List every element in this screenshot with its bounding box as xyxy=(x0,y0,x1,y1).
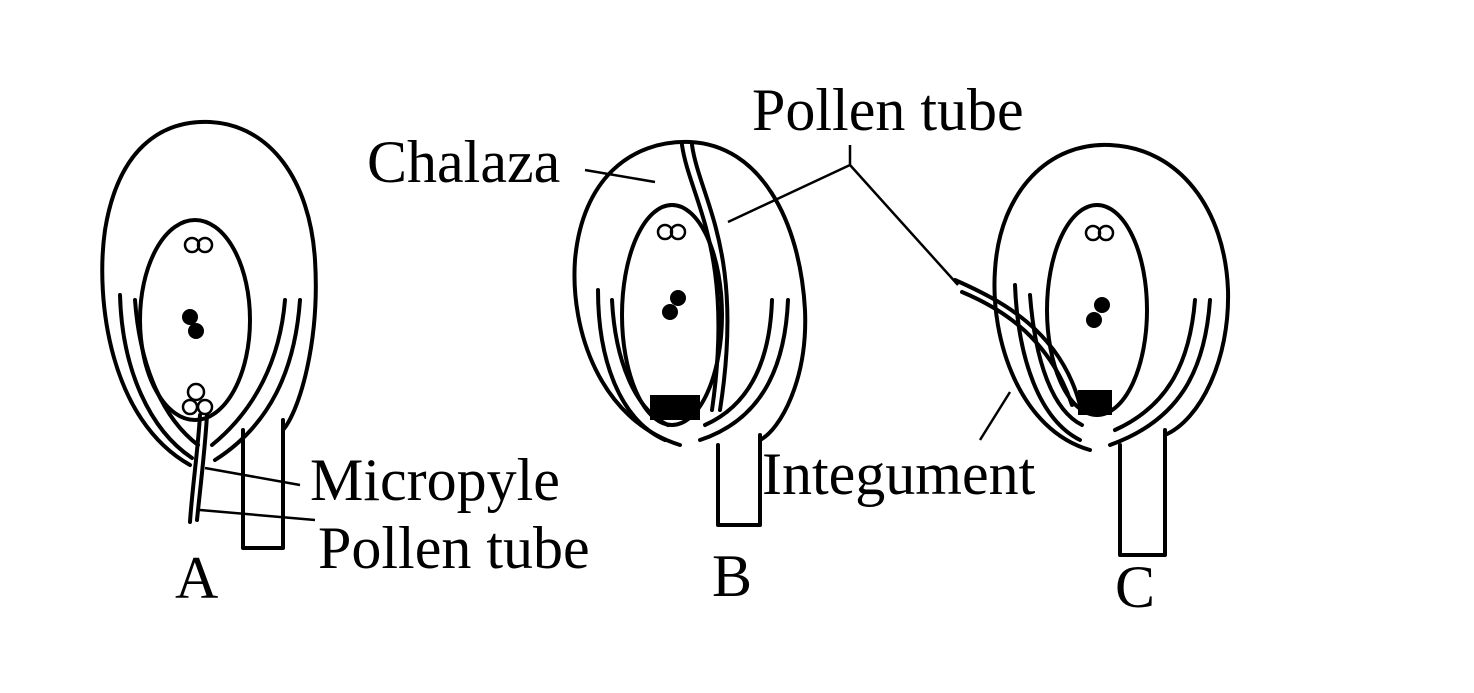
panel-label-b: B xyxy=(712,543,752,609)
polar-nucleus xyxy=(1086,312,1102,328)
ovule-c-inner-integument xyxy=(1013,283,1212,447)
ovule-b-inner-integument xyxy=(596,288,790,442)
egg-cell xyxy=(196,398,214,416)
polar-nucleus xyxy=(1094,297,1110,313)
ovule-c-outer-integument xyxy=(992,142,1231,452)
synergid xyxy=(186,382,206,402)
label-micropyle: Micropyle xyxy=(310,447,560,513)
label-chalaza: Chalaza xyxy=(367,129,560,195)
ovule-a-outer-integument xyxy=(100,119,318,467)
polar-nucleus xyxy=(182,309,198,325)
ovule-a-inner-integument xyxy=(118,293,302,462)
label-pollen-tube-a: Pollen tube xyxy=(318,515,590,581)
panel-label-c: C xyxy=(1115,554,1155,620)
polar-nucleus xyxy=(662,304,678,320)
ovule-b xyxy=(572,139,808,527)
ovule-b-funiculus xyxy=(716,433,762,527)
ovule-b-embryo-sac xyxy=(620,203,724,427)
chalaza-pointer xyxy=(584,168,656,184)
pollen-tube-pointer xyxy=(727,145,959,286)
panel-label-a: A xyxy=(175,545,218,611)
ovule-a-embryo-sac xyxy=(138,218,252,422)
label-integument: Integument xyxy=(762,441,1036,507)
ovule-c xyxy=(953,142,1231,557)
ovule-b-pollen-tube xyxy=(680,143,730,412)
ovule-c-pollen-tube xyxy=(953,278,1082,407)
pollen-tube-a-pointer xyxy=(199,508,316,522)
antipodal-cell xyxy=(669,223,687,241)
antipodal-cell xyxy=(196,236,214,254)
polar-nucleus xyxy=(670,290,686,306)
antipodal-cell xyxy=(1097,224,1115,242)
ovule-a-pollen-tube xyxy=(188,413,209,524)
micropyle-pointer xyxy=(204,466,301,487)
egg-cell xyxy=(181,398,199,416)
ovule-c-funiculus xyxy=(1118,428,1167,557)
egg-apparatus xyxy=(1078,390,1112,415)
label-pollen-tube-top: Pollen tube xyxy=(752,77,1024,143)
polar-nucleus xyxy=(188,323,204,339)
ovule-b-outer-integument xyxy=(572,139,808,447)
egg-apparatus xyxy=(650,395,700,420)
ovule-a xyxy=(100,119,318,550)
integument-pointer xyxy=(978,391,1012,441)
ovule-a-funiculus xyxy=(241,418,285,550)
